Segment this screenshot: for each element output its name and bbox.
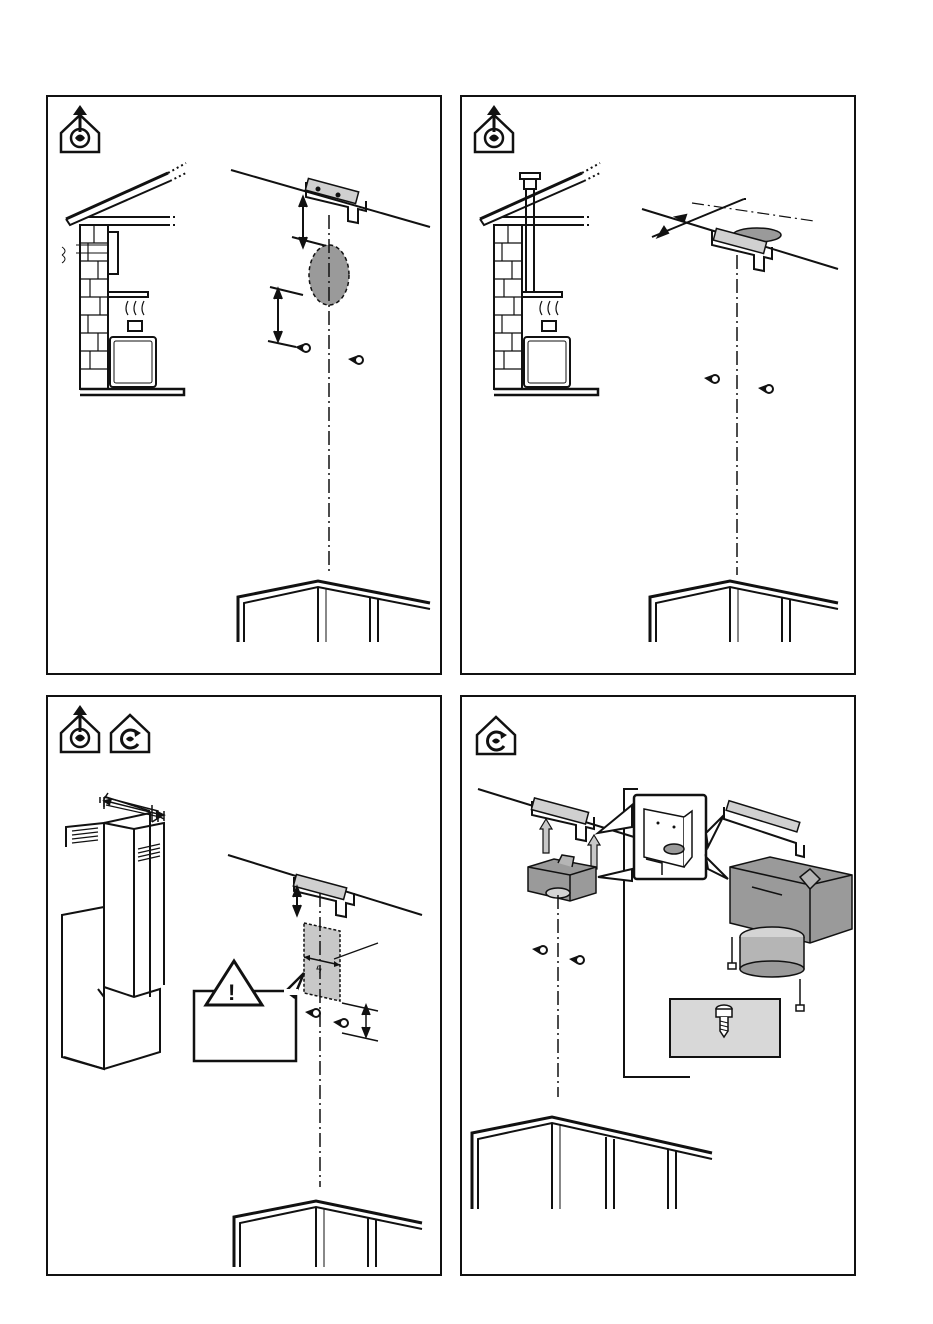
step-4-illustration (462, 697, 858, 1278)
ducted-mode-icon (61, 105, 99, 152)
step-panel-1-ducted-wall-exhaust (46, 95, 442, 675)
chimney-covers (62, 793, 164, 1069)
recirculation-mode-icon (477, 717, 515, 754)
kitchen-cabinet (238, 581, 430, 642)
fixing-screw (728, 937, 736, 969)
step-panel-2-ducted-roof-exhaust (460, 95, 856, 675)
electric-outlet-zone: ϟ (304, 923, 378, 1001)
step-panel-4-recirculation-adapter (460, 695, 856, 1276)
kitchen-cabinet (234, 1201, 422, 1267)
wall-plug-screw (758, 385, 773, 393)
wall-plug-screw (704, 375, 719, 383)
wall-plug-screw (295, 344, 310, 352)
ceiling-bracket-assembly (478, 789, 634, 841)
exploded-adapter-assembly (724, 801, 852, 977)
step-2-illustration (462, 97, 858, 677)
recirculation-adapter (528, 855, 596, 901)
electric-symbol: ϟ (316, 964, 322, 976)
zoom-detail-callout (598, 795, 728, 881)
screw-detail-box (670, 999, 780, 1057)
ducted-mode-icon (475, 105, 513, 152)
warning-symbol: ! (228, 980, 235, 1005)
ceiling-bracket-assembly (228, 855, 422, 917)
wall-plug-screw (333, 1019, 348, 1027)
wall-plug-screw (305, 1009, 320, 1017)
wall-plug-screw (532, 946, 547, 954)
kitchen-cabinet (472, 1117, 712, 1209)
house-scene (480, 163, 600, 395)
kitchen-cabinet (650, 581, 838, 642)
ceiling-bracket-assembly (642, 199, 838, 271)
warning-callout: ! (194, 961, 304, 1061)
fixing-screw (796, 979, 804, 1011)
recirculation-mode-icon (111, 715, 149, 752)
wall-plug-screw (569, 956, 584, 964)
step-1-illustration (48, 97, 444, 677)
wall-plug-screw (348, 356, 363, 364)
ducted-mode-icon (61, 705, 99, 752)
house-scene (62, 163, 186, 395)
step-3-illustration: ϟ ! (48, 697, 444, 1278)
step-panel-3-chimney-bracket: ϟ ! (46, 695, 442, 1276)
